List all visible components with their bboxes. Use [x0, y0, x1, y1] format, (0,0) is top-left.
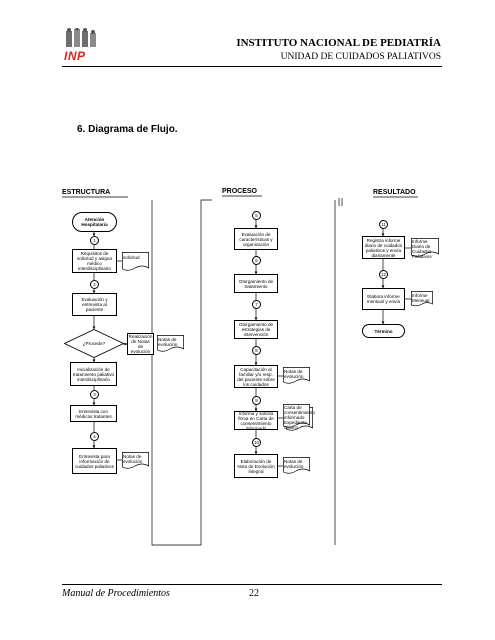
otorgamiento-tratamiento-box: Otorgamiento de tratamiento	[234, 274, 278, 293]
inp-logo: INP	[62, 27, 102, 63]
elaboracion-nota-box: Elaboración de Nota de Evolución integra…	[234, 454, 278, 478]
column-resultado: RESULTADO	[373, 189, 416, 196]
footer-page-number: 22	[249, 588, 259, 599]
termino-terminal: Término	[362, 324, 405, 338]
informe-mensual-label: Informe Mensual	[412, 293, 430, 303]
connector-5: 5	[252, 211, 261, 220]
notas-evolucion-label-1: Notas de evolución	[158, 337, 178, 347]
footer-manual: Manual de Procedimientos	[62, 588, 170, 599]
connector-3: 3	[90, 390, 99, 399]
connector-8: 8	[252, 346, 261, 355]
connector-7: 7	[252, 300, 261, 309]
connector-11: 11	[379, 220, 388, 229]
connector-10: 10	[252, 438, 261, 447]
connector-2: 2	[90, 280, 99, 289]
registra-informe-box: Registra informe diario de cuidados pali…	[362, 236, 405, 259]
realizacion-notas-box: Realización de Notas de evolución	[127, 333, 154, 355]
procede-label: ¿Procede?	[82, 341, 106, 346]
notas-evolucion-doc-3: Notas de evolución	[283, 367, 310, 385]
inicializacion-box: Inicialización de tratamiento paliativo …	[70, 362, 117, 386]
inp-logo-graphic	[66, 27, 96, 47]
notas-evolucion-doc-2: Notas de evolución	[122, 452, 149, 470]
connector-12: 12	[379, 270, 388, 279]
connector-9: 9	[252, 396, 261, 405]
informa-solicita-box: Informa y solicita firma en Carta de con…	[234, 411, 278, 431]
logo-text: INP	[64, 49, 86, 63]
column-estructura: ESTRUCTURA	[62, 189, 111, 196]
evaluacion-box: Evaluación y entrevista al paciente	[72, 293, 117, 316]
column-proceso: PROCESO	[222, 188, 258, 195]
notas-evolucion-label-3: Notas de evolución	[284, 369, 304, 379]
start-atencion-hospitalaria: Atención Hospitalaria	[72, 212, 117, 232]
unit-name: UNIDAD DE CUIDADOS PALIATIVOS	[280, 52, 441, 62]
informe-diario-label: Informe Diario de Cuidados Paliativos	[412, 239, 432, 259]
connector-6: 6	[252, 256, 261, 265]
informe-diario-doc: Informe Diario de Cuidados Paliativos	[411, 238, 439, 259]
notas-evolucion-doc-1: Notas de evolución	[157, 335, 184, 353]
evaluacion-caracteristicas-box: Evaluación de características y organiza…	[234, 228, 278, 250]
carta-consentimiento-label: Carta de consentimiento informado Expedi…	[284, 405, 315, 430]
section-title: 6. Diagrama de Flujo.	[77, 124, 178, 135]
entrevista-medicos-box: Entrevista con médicos tratantes	[70, 405, 117, 422]
informe-mensual-doc: Informe Mensual	[411, 291, 433, 308]
procede-decision: ¿Procede?	[64, 329, 124, 358]
connector-1: 1	[90, 236, 99, 245]
requisitos-box: Requisitos de solicitud y asigna médico …	[72, 249, 117, 273]
carta-consentimiento-doc: Carta de consentimiento informado Expedi…	[283, 404, 315, 432]
otorgamiento-estrategias-box: Otorgamiento de estrategias de intervenc…	[234, 320, 278, 339]
connector-4: 4	[90, 432, 99, 441]
notas-evolucion-doc-4: Notas de evolución	[283, 457, 310, 475]
elabora-informe-mensual-box: Elabora informe mensual y envía	[362, 288, 405, 310]
footer-rule	[62, 584, 442, 585]
solicitud-label: solicitud	[123, 255, 140, 260]
notas-evolucion-label-2: Notas de evolución	[123, 454, 143, 464]
header-rule	[62, 66, 442, 67]
notas-evolucion-label-4: Notas de evolución	[284, 459, 304, 469]
entrevista-informacion-box: Entrevista para información de cuidados …	[72, 448, 117, 474]
capacitacion-box: Capacitación al familiar y/o resp. del p…	[234, 365, 278, 388]
solicitud-doc: solicitud	[122, 252, 149, 272]
institution-name: INSTITUTO NACIONAL DE PEDIATRÍA	[236, 37, 441, 49]
